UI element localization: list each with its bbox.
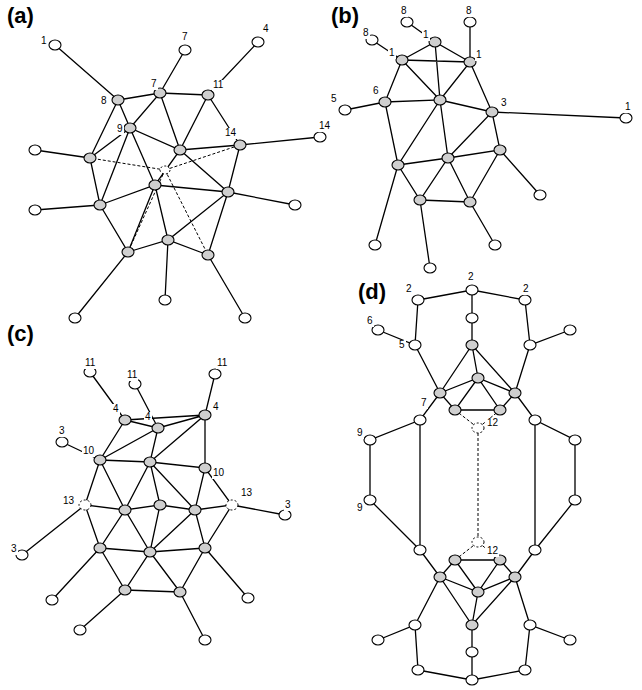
atom-number: 8 [400, 6, 408, 17]
atom-number: 12 [486, 418, 499, 429]
atom-number: 12 [486, 546, 499, 557]
cluster-c [16, 367, 291, 645]
panel-label: (a) [6, 4, 35, 27]
atom-number: 1 [624, 102, 632, 113]
atom-number: 8 [362, 28, 370, 39]
atom-number: 14 [318, 121, 331, 132]
cluster-d [364, 285, 581, 685]
atom-number: 7 [420, 398, 428, 409]
atom-number: 6 [372, 86, 380, 97]
atom-number: 3 [284, 500, 292, 511]
panel-label: (b) [330, 4, 360, 27]
atom-number: 11 [216, 358, 228, 369]
atom-number: 13 [62, 496, 75, 507]
atom-number: 9 [356, 503, 364, 514]
atom-number: 9 [356, 428, 364, 439]
atom-number: 4 [212, 402, 220, 413]
atom-number: 5 [330, 94, 338, 105]
cluster-b [339, 17, 632, 273]
atom-number: 4 [112, 404, 120, 415]
atom-number: 2 [467, 272, 475, 283]
atom-number: 1 [40, 36, 48, 47]
atom-number: 1 [422, 30, 430, 41]
atom-number: 3 [500, 98, 508, 109]
atom-number: 10 [82, 446, 95, 457]
atom-number: 1 [388, 48, 396, 59]
atom-number: 11 [212, 80, 224, 91]
atom-number: 8 [465, 6, 473, 17]
atom-number: 7 [181, 32, 189, 43]
atom-number: 11 [84, 358, 96, 369]
atom-number: 4 [262, 24, 270, 35]
atom-number: 2 [522, 284, 530, 295]
cluster-a [29, 37, 326, 323]
atom-number: 8 [100, 96, 108, 107]
atom-number: 1 [475, 50, 483, 61]
atom-number: 14 [224, 128, 237, 139]
atom-number: 11 [126, 370, 138, 381]
atom-number: 9 [116, 124, 124, 135]
atom-number: 4 [144, 412, 152, 423]
atom-number: 13 [240, 488, 253, 499]
panel-label: (d) [357, 280, 387, 303]
panel-label: (c) [6, 322, 35, 345]
atom-number: 7 [150, 79, 158, 90]
atom-number: 2 [405, 284, 413, 295]
atom-number: 10 [212, 468, 225, 479]
atom-number: 5 [398, 340, 406, 351]
atom-number: 6 [366, 316, 374, 327]
atom-number: 3 [10, 544, 18, 555]
atom-number: 3 [58, 426, 66, 437]
